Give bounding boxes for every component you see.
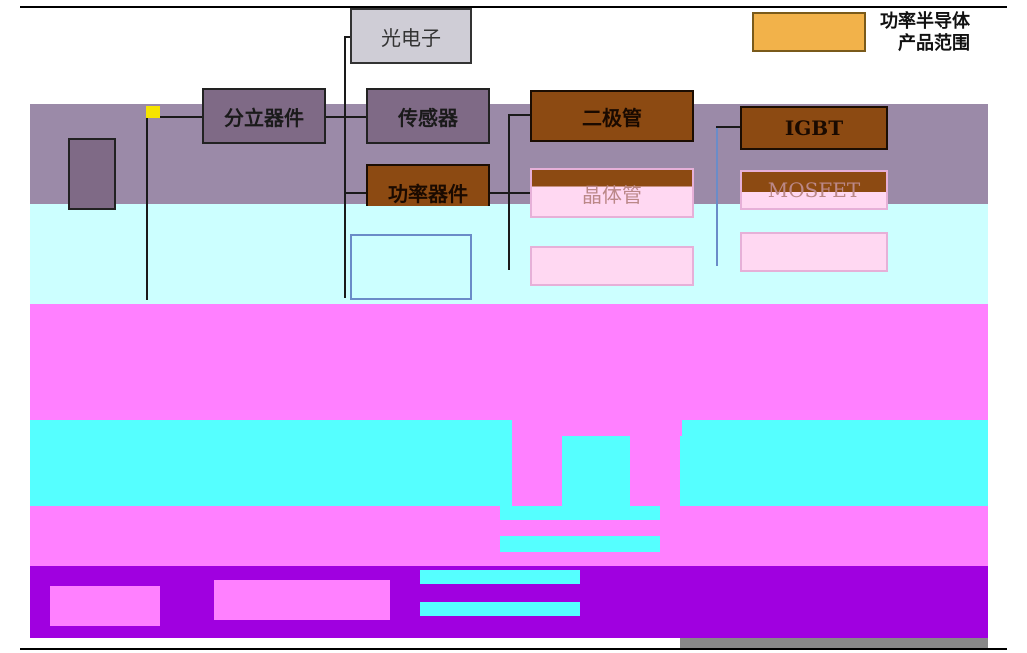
diode-node: 二极管 [530, 90, 694, 142]
artifact-pink-strip [700, 404, 860, 420]
power-box-cyan-overlap [366, 206, 490, 220]
legend-swatch [752, 12, 866, 52]
link-igbt [716, 126, 740, 128]
transistor-label: 晶体管 [582, 182, 642, 207]
link-sensor [344, 116, 366, 118]
artifact-cyan-2 [500, 536, 660, 552]
hidden-node-a [350, 234, 472, 300]
igbt-label: IGBT [784, 116, 844, 140]
artifact-magenta-1 [512, 420, 682, 436]
root-stem [146, 116, 148, 300]
hidden-node-b [530, 246, 694, 286]
discrete-devices-label: 分立器件 [224, 105, 304, 130]
optoelectronics-node: 光电子 [350, 8, 472, 64]
link-transistor [508, 192, 530, 194]
artifact-magenta-2 [512, 436, 562, 506]
artifact-cyan-3 [420, 570, 580, 584]
link-root-discrete [146, 116, 202, 118]
artifact-pink-1 [50, 586, 160, 626]
discrete-devices-node: 分立器件 [202, 88, 326, 144]
mosfet-label: MOSFET [767, 178, 861, 202]
top-rule [20, 6, 1007, 8]
root-box [68, 138, 116, 210]
link-discrete-trunk [326, 116, 346, 118]
artifact-magenta-3 [630, 436, 680, 506]
band-magenta [30, 304, 988, 420]
optoelectronics-label: 光电子 [381, 25, 441, 50]
artifact-cyan-1 [500, 506, 660, 520]
artifact-white-1 [30, 638, 680, 648]
yellow-marker [146, 106, 160, 118]
sensor-label: 传感器 [398, 105, 458, 130]
artifact-grey-1 [680, 638, 988, 648]
link-power [344, 192, 366, 194]
level4-trunk [716, 126, 718, 266]
hidden-node-c [740, 232, 888, 272]
igbt-node: IGBT [740, 106, 888, 150]
band-cyan-mid [30, 420, 988, 506]
link-power-trunk [490, 192, 510, 194]
power-device-label: 功率器件 [388, 181, 468, 206]
legend-label-line2: 产品范围 [898, 33, 970, 54]
artifact-pink-2 [214, 580, 390, 620]
link-opto [344, 36, 354, 38]
level2-trunk [344, 36, 346, 298]
transistor-node: 晶体管 [530, 168, 694, 218]
artifact-cyan-4 [420, 602, 580, 616]
mosfet-node: MOSFET [740, 170, 888, 210]
legend-label-line1: 功率半导体 [880, 11, 970, 32]
link-diode [508, 114, 530, 116]
sensor-node: 传感器 [366, 88, 490, 144]
bottom-rule [20, 648, 1007, 650]
diode-label: 二极管 [582, 105, 642, 130]
